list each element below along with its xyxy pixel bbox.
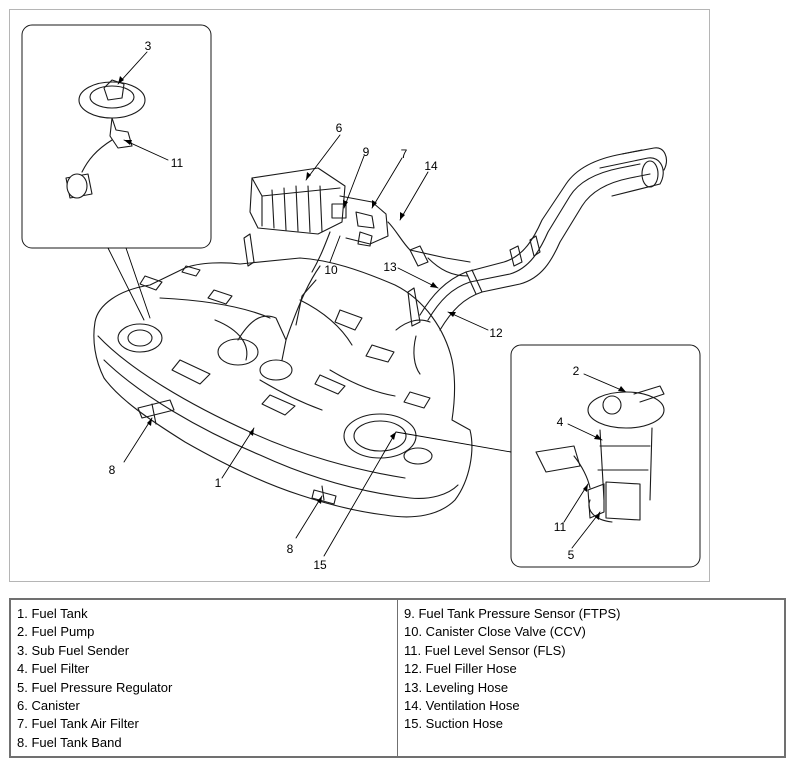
diagram-frame (9, 9, 710, 582)
legend-item: 15. Suction Hose (404, 716, 504, 732)
callout-12: 12 (489, 326, 503, 340)
callout-8-bottom: 8 (286, 542, 294, 556)
legend-item: 4. Fuel Filter (17, 661, 90, 677)
legend-item: 12. Fuel Filler Hose (404, 661, 517, 677)
legend-item: 2. Fuel Pump (17, 624, 95, 640)
legend-item: 11. Fuel Level Sensor (FLS) (404, 642, 566, 658)
legend-item: 5. Fuel Pressure Regulator (17, 679, 173, 695)
legend-item: 3. Sub Fuel Sender (17, 642, 130, 658)
leader-arrowheads (118, 76, 626, 520)
callout-11-bottom: 11 (553, 520, 567, 534)
callout-8-left: 8 (108, 463, 116, 477)
callout-10: 10 (324, 263, 338, 277)
callout-5: 5 (567, 548, 575, 562)
canister-drawing (249, 167, 471, 273)
fuel-tank-band-drawing (137, 399, 337, 505)
leader-lines (107, 51, 627, 557)
callout-9: 9 (362, 145, 370, 159)
legend-item: 7. Fuel Tank Air Filter (17, 716, 139, 732)
callout-3: 3 (144, 39, 152, 53)
legend-column-left: 1. Fuel Tank 2. Fuel Pump 3. Sub Fuel Se… (11, 600, 397, 756)
legend-item: 8. Fuel Tank Band (17, 734, 122, 750)
callout-4: 4 (556, 415, 564, 429)
legend-item: 10. Canister Close Valve (CCV) (404, 624, 586, 640)
legend-column-right: 9. Fuel Tank Pressure Sensor (FTPS) 10. … (397, 600, 784, 756)
callout-15: 15 (313, 558, 327, 572)
legend-item: 1. Fuel Tank (17, 606, 88, 621)
legend-item: 14. Ventilation Hose (404, 698, 520, 714)
fuel-pump-detail (510, 344, 701, 568)
callout-13: 13 (383, 260, 397, 274)
legend-item: 13. Leveling Hose (404, 679, 509, 695)
callout-6: 6 (335, 121, 343, 135)
callout-7: 7 (400, 147, 408, 161)
legend-item: 6. Canister (17, 698, 80, 714)
callout-11-top: 11 (170, 156, 184, 170)
callout-2: 2 (572, 364, 580, 378)
legend-item: 9. Fuel Tank Pressure Sensor (FTPS) (404, 606, 621, 621)
callout-14: 14 (424, 159, 438, 173)
filler-hose-drawing (409, 147, 667, 375)
sub-fuel-sender-detail (21, 24, 212, 249)
callout-1: 1 (214, 476, 222, 490)
legend-table: 1. Fuel Tank 2. Fuel Pump 3. Sub Fuel Se… (9, 598, 786, 758)
